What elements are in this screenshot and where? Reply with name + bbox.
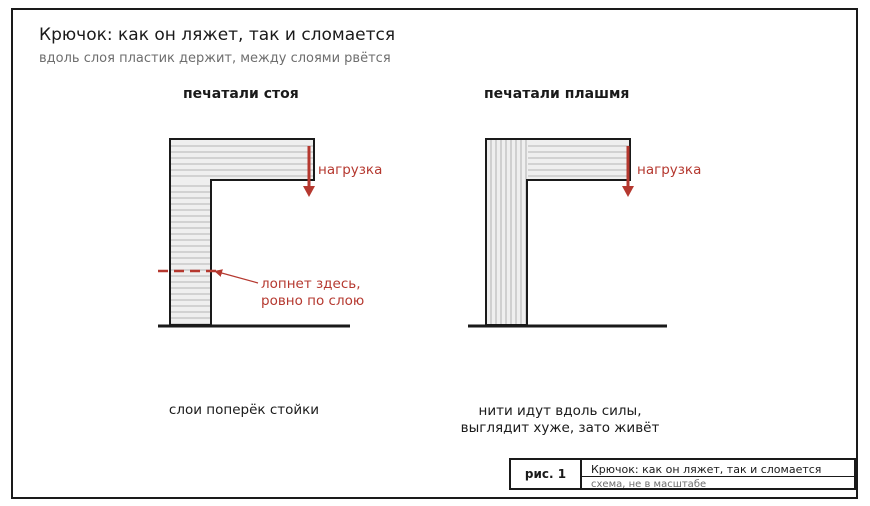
right-heading: печатали плашмя xyxy=(484,86,630,102)
break-label-line1: лопнет здесь, xyxy=(261,276,361,292)
left-caption: слои поперёк стойки xyxy=(168,402,320,418)
title-block-note: схема, не в масштабе xyxy=(591,479,707,490)
right-layer-lines xyxy=(490,140,629,324)
title-block: рис. 1 Крючок: как он ляжет, так и слома… xyxy=(509,458,856,490)
left-load-label: нагрузка xyxy=(318,162,382,178)
right-load-label: нагрузка xyxy=(637,162,701,178)
left-heading: печатали стоя xyxy=(183,86,299,102)
left-hook xyxy=(169,138,315,326)
title-block-divider xyxy=(582,476,854,477)
page-subtitle: вдоль слоя пластик держит, между слоями … xyxy=(39,51,391,66)
figure-label: рис. 1 xyxy=(511,460,582,488)
drawing-frame xyxy=(11,8,858,499)
right-caption-line1: нити идут вдоль силы, xyxy=(478,403,642,419)
right-caption-line2: выглядит хуже, зато живёт xyxy=(460,420,660,436)
left-load-arrow-head xyxy=(303,186,315,197)
break-pointer-arrow xyxy=(214,269,259,284)
right-load-arrow-head xyxy=(622,186,634,197)
break-label-line2: ровно по слою xyxy=(261,293,364,309)
title-block-title: Крючок: как он ляжет, так и сломается xyxy=(591,463,822,476)
page-title: Крючок: как он ляжет, так и сломается xyxy=(39,25,396,45)
right-hook xyxy=(485,138,631,326)
